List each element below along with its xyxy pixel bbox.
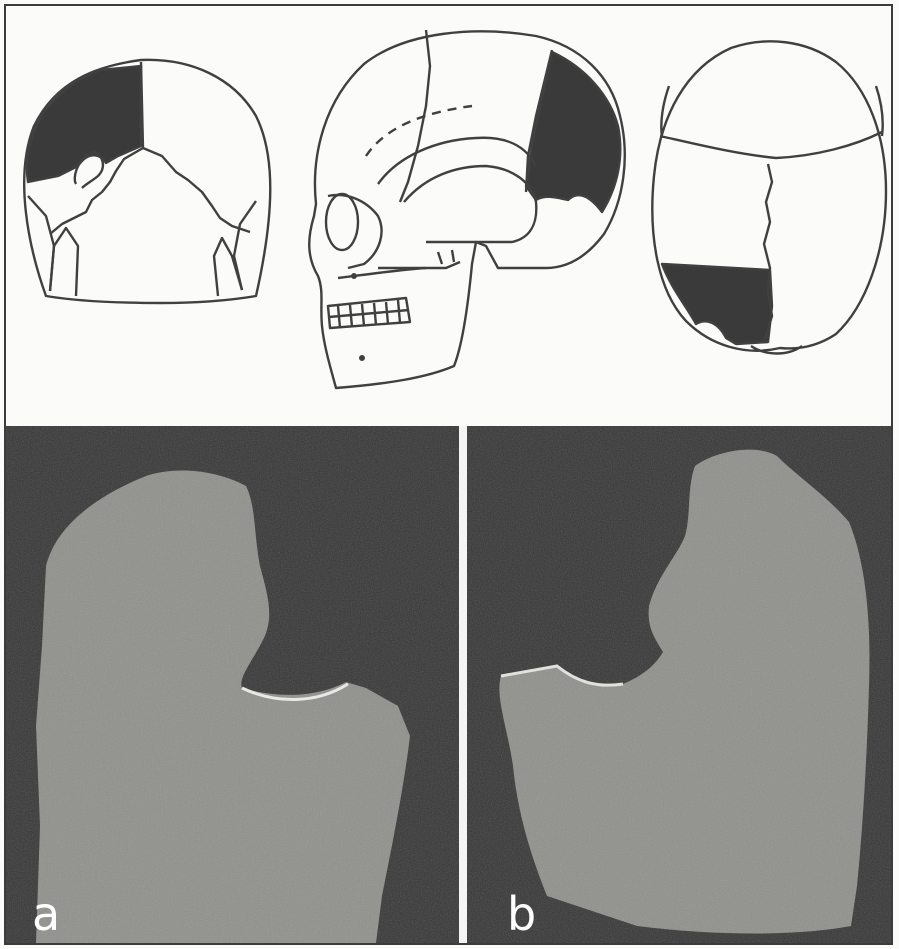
shaded-defect-superior (662, 264, 772, 344)
panel-label-a: a (32, 891, 60, 937)
shaded-defect-left (27, 66, 141, 182)
skull-superior-view (652, 41, 886, 353)
shaded-defect-lateral (526, 52, 620, 212)
skull-posterior-view (24, 60, 270, 303)
panel-divider (459, 426, 467, 943)
skull-diagram-panel (6, 6, 891, 426)
photo-panel-b: b (467, 426, 891, 943)
panel-label-b: b (507, 891, 536, 937)
skull-lateral-view (309, 30, 625, 388)
photo-panel-a: a (6, 426, 459, 943)
